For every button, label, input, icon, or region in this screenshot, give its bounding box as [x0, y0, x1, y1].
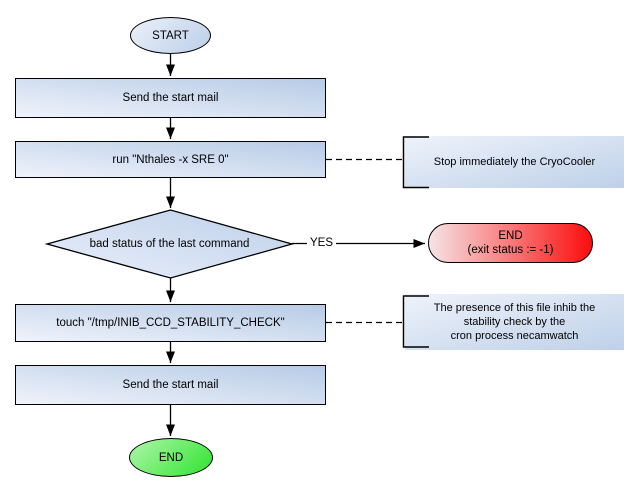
node-start-terminator: START [130, 17, 211, 54]
node-end-ok-terminator: END [129, 438, 213, 477]
node-end-error-terminator: END (exit status := -1) [428, 223, 593, 263]
node-run-nthales: run "Nthales -x SRE 0" [15, 141, 326, 178]
node-send-start-mail-1: Send the start mail [15, 78, 326, 118]
node-send-start-mail-2: Send the start mail [15, 365, 326, 405]
annotation-inhibit-note: The presence of this file inhib the stab… [405, 294, 624, 350]
annotation-cryocooler: Stop immediately the CryoCooler [405, 136, 624, 188]
edge-label-yes: YES [307, 237, 337, 250]
node-decision-label: bad status of the last command [89, 238, 250, 250]
node-touch-inib-file: touch "/tmp/INIB_CCD_STABILITY_CHECK" [15, 304, 326, 342]
